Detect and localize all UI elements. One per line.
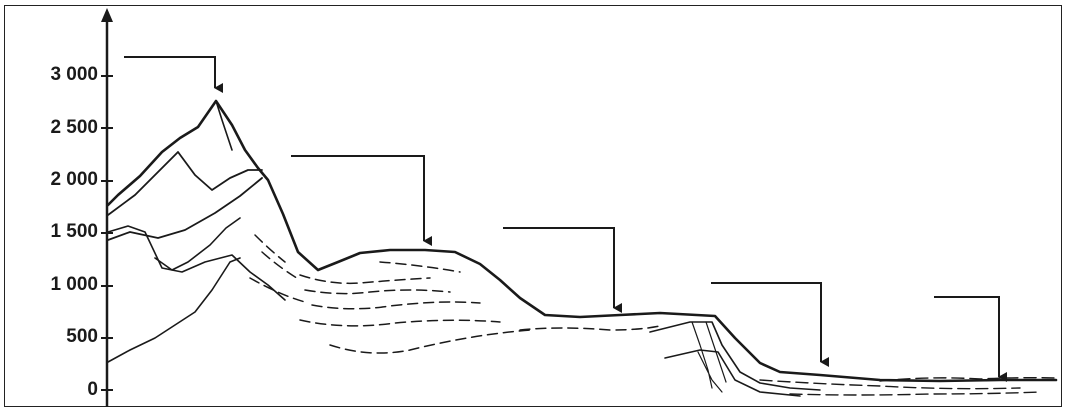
ridge-line [155, 218, 240, 270]
arrow-2 [291, 156, 424, 241]
terrain-profile [108, 101, 1056, 396]
ridge-line [108, 258, 240, 362]
ridge-line [216, 101, 232, 150]
arrow-1 [124, 57, 215, 88]
arrow-5 [934, 297, 999, 377]
ridge-line [108, 178, 262, 240]
pointer-arrows [124, 57, 999, 377]
y-axis [101, 8, 113, 407]
terrain-outline [108, 101, 1056, 381]
ridge-line [108, 226, 285, 300]
arrow-4 [711, 283, 821, 362]
